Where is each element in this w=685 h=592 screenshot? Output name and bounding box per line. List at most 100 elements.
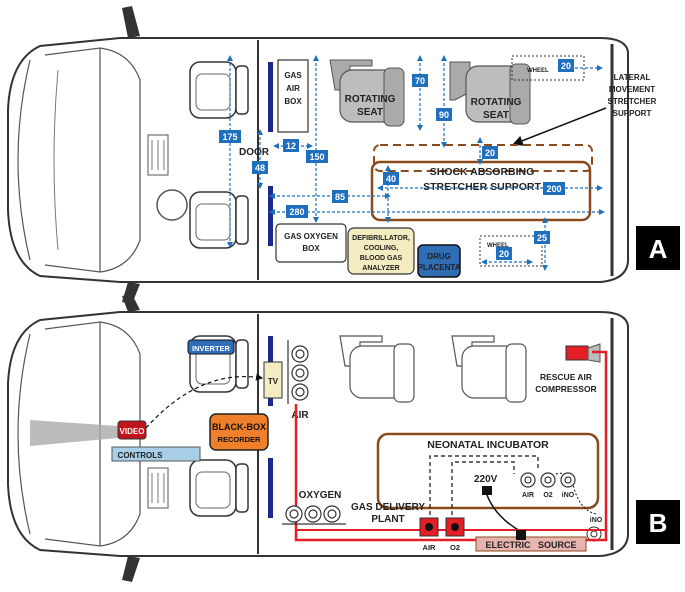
rotating-seat-1-label-2: SEAT xyxy=(357,107,383,118)
defibrillator-box xyxy=(347,227,415,275)
controls-box xyxy=(111,446,201,462)
incubator-dashed-wires xyxy=(429,455,539,522)
shock-label-1: SHOCK ABSORBING xyxy=(430,166,535,178)
neonatal-incubator-box xyxy=(376,432,600,510)
svg-text:12: 12 xyxy=(286,141,296,151)
panel-letter-a-box xyxy=(636,226,680,270)
defib-label-3: BLOOD GAS xyxy=(360,255,403,262)
video-tv-link xyxy=(145,373,264,429)
wheel-bottom-label: WHEEL xyxy=(487,243,509,249)
drug-label-1: DRUG xyxy=(427,252,451,261)
door-marker-top-a xyxy=(268,62,273,132)
black-box-label-1: BLACK-BOX xyxy=(212,422,266,432)
dim-box-25: 25 xyxy=(534,231,550,244)
drug-placenta-box xyxy=(417,244,461,278)
camera-beam xyxy=(30,420,118,446)
gas-oxygen-label-1: GAS OXYGEN xyxy=(284,232,338,241)
air-cylinders xyxy=(287,340,309,404)
inverter-box xyxy=(187,339,235,355)
panel-a: GAS AIR BOX ROTATING SEAT ROTATING SEAT … xyxy=(7,6,680,304)
shock-label-2: STRETCHER SUPPORT xyxy=(423,181,541,193)
rotating-seat-1: ROTATING SEAT xyxy=(329,59,405,127)
dim-box-12: 12 xyxy=(283,139,299,152)
svg-text:90: 90 xyxy=(439,110,449,120)
svg-text:175: 175 xyxy=(222,132,237,142)
gas-delivery-label-2: PLANT xyxy=(371,514,404,525)
cab-seat-bottom-a xyxy=(189,191,249,249)
incubator-connectors xyxy=(520,472,576,488)
rescue-label-2: COMPRESSOR xyxy=(535,384,596,394)
door-label: DOOR xyxy=(239,147,270,158)
svg-text:150: 150 xyxy=(309,152,324,162)
gas-delivery-red-line xyxy=(294,350,608,542)
door-marker-bottom-b xyxy=(268,458,273,518)
rescue-label-1: RESCUE AIR xyxy=(540,372,592,382)
dim-box-175: 175 xyxy=(219,130,241,143)
drug-label-2: PLACENTA xyxy=(418,263,461,272)
lateral-label-1: LATERAL xyxy=(614,73,651,82)
air-label: AIR xyxy=(291,410,309,421)
svg-text:20: 20 xyxy=(561,61,571,71)
svg-text:40: 40 xyxy=(386,174,396,184)
panel-b: VIDEO CONTROLS INVERTER TV AIR BLACK-BOX… xyxy=(7,294,680,582)
cab-seat-top-a xyxy=(189,61,249,119)
wheel-top-label: WHEEL xyxy=(527,68,549,74)
plant-o2-label: O2 xyxy=(450,543,460,552)
dim-box-85: 85 xyxy=(332,190,348,203)
svg-text:200: 200 xyxy=(546,184,561,194)
mirror-top-a xyxy=(122,6,140,38)
svg-text:85: 85 xyxy=(335,192,345,202)
defib-label-4: ANALYZER xyxy=(362,265,399,272)
gas-oxygen-box xyxy=(275,223,347,263)
video-camera xyxy=(117,420,147,440)
plant-air-label: AIR xyxy=(423,543,437,552)
dim-box-150: 150 xyxy=(306,150,328,163)
rotating-seat-2: ROTATING SEAT xyxy=(449,61,531,125)
incubator-label: NEONATAL INCUBATOR xyxy=(427,439,549,451)
inverter-label: INVERTER xyxy=(192,344,231,353)
dim-box-20-mid: 20 xyxy=(482,146,498,159)
panel-letter-a: A xyxy=(649,234,668,264)
svg-text:70: 70 xyxy=(415,76,425,86)
inc-air-label: AIR xyxy=(522,492,534,499)
tv-box xyxy=(263,361,283,399)
mirror-bottom-b xyxy=(122,556,140,582)
door-marker-bottom-a xyxy=(268,186,273,246)
rescue-compressor xyxy=(565,345,589,361)
electric-source-box xyxy=(475,536,587,552)
gas-air-box-label-3: BOX xyxy=(284,97,302,106)
svg-text:280: 280 xyxy=(289,207,304,217)
mirror-top-b xyxy=(122,294,140,312)
ino-side-label: iNO xyxy=(590,517,603,524)
oxygen-label: OXYGEN xyxy=(299,490,342,501)
dim-box-280: 280 xyxy=(286,205,308,218)
rotating-seat-1-label-1: ROTATING xyxy=(345,94,396,105)
defib-label-2: COOLING, xyxy=(364,245,399,252)
dim-box-48: 48 xyxy=(252,161,268,174)
gas-air-box-label-1: GAS xyxy=(284,71,302,80)
rotating-seat-2-label-2: SEAT xyxy=(483,110,509,121)
svg-text:20: 20 xyxy=(485,148,495,158)
lateral-label-4: SUPPORT xyxy=(613,109,652,118)
v220-plug xyxy=(482,486,492,495)
inc-o2-label: O2 xyxy=(543,492,552,499)
lateral-support-dashed xyxy=(373,144,593,172)
tv-label: TV xyxy=(268,377,279,386)
gas-oxygen-label-2: BOX xyxy=(302,244,320,253)
dim-box-20-wheel: 20 xyxy=(496,247,512,260)
black-box-label-2: RECORDER xyxy=(218,435,262,444)
oxygen-cylinders xyxy=(282,505,346,525)
svg-text:48: 48 xyxy=(255,163,265,173)
lateral-label-2: MOVEMENT xyxy=(609,85,655,94)
gas-delivery-label-1: GAS DELIVERY xyxy=(351,502,425,513)
panel-letter-b-box xyxy=(636,500,680,544)
defib-label-1: DEFIBRILLATOR, xyxy=(352,235,410,242)
wheel-bottom-box xyxy=(479,235,543,267)
dim-box-90: 90 xyxy=(436,108,452,121)
svg-text:25: 25 xyxy=(537,233,547,243)
v220-label: 220V xyxy=(474,474,498,485)
lateral-label-3: STRETCHER xyxy=(608,97,657,106)
gas-air-box-label-2: AIR xyxy=(286,84,300,93)
dim-box-200: 200 xyxy=(543,182,565,195)
